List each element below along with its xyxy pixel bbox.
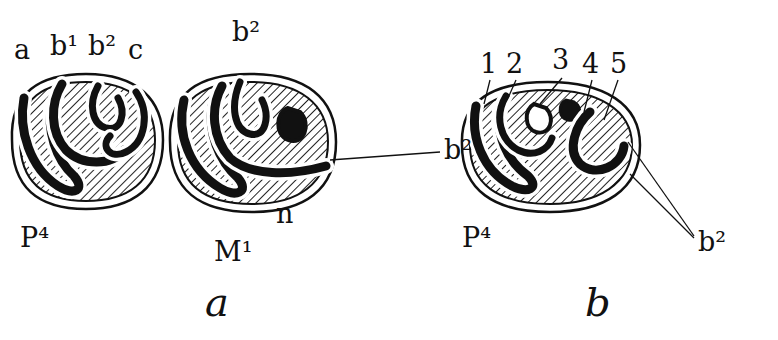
part-label: 5 <box>610 50 627 77</box>
part-label: M¹ <box>214 238 252 265</box>
part-label: b¹ <box>50 32 78 59</box>
part-label: a <box>14 36 30 63</box>
part-label: 2 <box>506 50 523 77</box>
part-label: P⁴ <box>462 224 491 251</box>
part-label: c <box>128 36 143 63</box>
part-label: b² <box>88 32 116 59</box>
figure-letter: b <box>585 282 611 322</box>
part-label: 4 <box>582 50 599 77</box>
figure-letter: a <box>205 282 229 322</box>
part-label: n <box>276 200 293 227</box>
part-label: b² <box>444 136 472 163</box>
part-label: P⁴ <box>20 224 49 251</box>
part-label: b² <box>232 18 260 45</box>
part-label: 3 <box>552 46 569 73</box>
part-label: 1 <box>480 50 497 77</box>
part-label: b² <box>698 228 726 255</box>
